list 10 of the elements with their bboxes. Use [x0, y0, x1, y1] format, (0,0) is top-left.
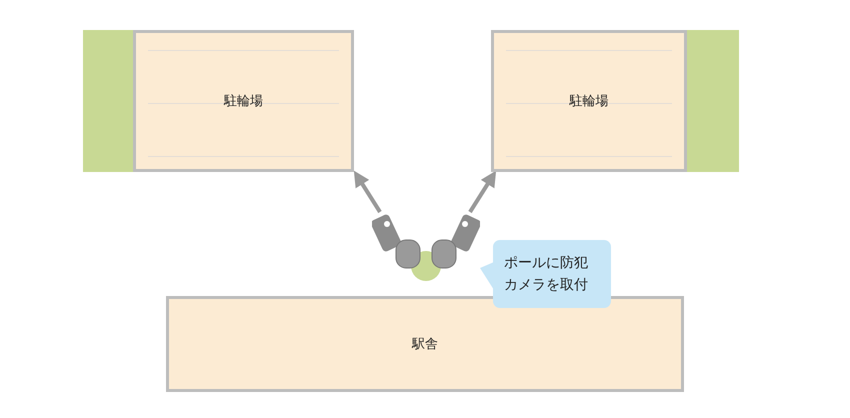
arrow: [468, 170, 496, 214]
area-label: 駐輪場: [224, 93, 263, 110]
parking-box: [133, 30, 354, 172]
arrow: [354, 170, 382, 214]
building-box: [166, 296, 684, 392]
parking-box: [491, 30, 687, 172]
area-label: 駐輪場: [570, 93, 608, 110]
callout-text: ポールに防犯カメラを取付: [504, 254, 589, 295]
area-label: 駅舎: [412, 336, 438, 353]
callout-bubble: [493, 240, 611, 308]
